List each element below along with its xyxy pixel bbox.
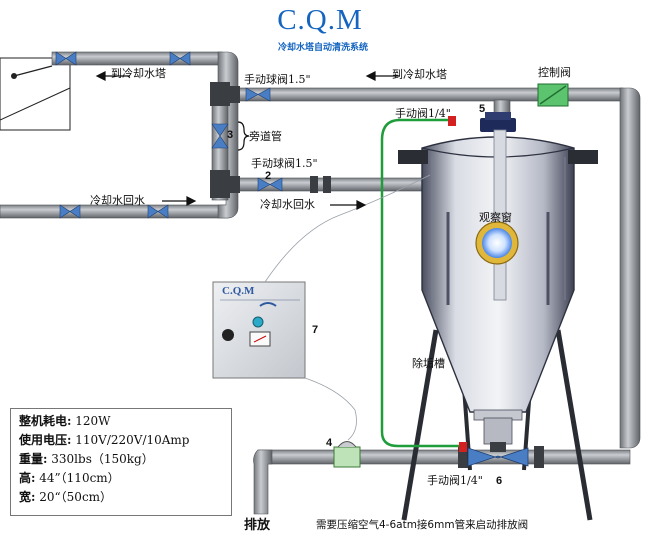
label-to-tower-top: 到冷却水塔	[392, 68, 447, 81]
pipe-drain-down	[253, 449, 273, 515]
quarter-inch-valves	[448, 116, 467, 452]
butterfly-valve-icon	[59, 204, 81, 219]
observation-window-glass	[482, 228, 512, 258]
bypass-brace	[237, 121, 250, 151]
label-drain: 排放	[244, 518, 271, 533]
air-lines	[380, 118, 462, 448]
panel-logo: C.Q.M	[222, 285, 255, 297]
signal-wires	[264, 174, 431, 441]
label-observation-window: 观察窗	[479, 211, 512, 224]
cooling-tower-sketch	[0, 57, 71, 131]
spec-row-power: 整机耗电: 120W	[19, 414, 111, 428]
butterfly-valve-icon	[257, 177, 283, 192]
butterfly-valve-icon	[245, 87, 271, 102]
callout-3: 3	[227, 129, 234, 141]
spec-row-weight: 重量: 330lbs（150kg）	[19, 452, 154, 466]
arrow-icon	[162, 196, 197, 206]
label-cooling-return-left: 冷却水回水	[90, 194, 145, 207]
panel-indicator-icon	[252, 316, 264, 328]
label-control-valve: 控制阀	[538, 66, 571, 79]
callout-2: 2	[265, 170, 272, 182]
butterfly-valves	[55, 51, 283, 219]
solenoid-valve	[333, 441, 361, 468]
control-panel	[212, 281, 306, 379]
arrow-icon	[365, 71, 400, 81]
brand-subtitle: 冷却水塔自动清洗系统	[277, 43, 368, 53]
label-manual-ball-valve-mid: 手动球阀1.5"	[251, 157, 318, 170]
spec-row-voltage: 使用电压: 110V/220V/10Amp	[19, 433, 190, 447]
pipe-drain-bottom	[257, 449, 631, 465]
callout-4: 4	[326, 437, 333, 449]
callout-6: 6	[496, 475, 503, 487]
butterfly-valve-icon	[169, 51, 191, 66]
arrow-icon	[330, 200, 367, 210]
label-to-tower-left: 到冷却水塔	[111, 67, 166, 80]
label-cooling-return-right: 冷却水回水	[260, 198, 315, 211]
pipe-to-tower-left	[51, 51, 223, 66]
label-manual-ball-valve-top: 手动球阀1.5"	[244, 73, 311, 86]
spec-row-width: 宽: 20“（50cm）	[19, 490, 113, 504]
spec-row-height: 高: 44”（110cm）	[19, 471, 120, 485]
callout-5: 5	[479, 103, 486, 115]
control-valve	[537, 83, 569, 107]
butterfly-valve-icon	[55, 51, 77, 66]
brand-title: C.Q.M	[277, 4, 363, 36]
panel-switch-icon	[222, 329, 234, 341]
label-manual-valve-quarter-bottom: 手动阀1/4"	[427, 474, 483, 487]
label-desludge-tank: 除垢槽	[412, 357, 445, 370]
label-bypass: 旁道管	[249, 130, 282, 143]
arrow-icon	[95, 71, 130, 81]
pinch-valve	[467, 447, 529, 467]
label-manual-valve-quarter-top: 手动阀1/4"	[395, 107, 451, 120]
callout-7: 7	[312, 324, 319, 336]
pipe-right-riser	[619, 87, 641, 449]
flow-arrows	[95, 71, 400, 210]
spec-box: 整机耗电: 120W 使用电压: 110V/220V/10Amp 重量: 330…	[10, 408, 232, 516]
footer-note: 需要压缩空气4-6atm接6mm管来启动排放阀	[316, 519, 529, 531]
butterfly-valve-icon	[147, 204, 169, 219]
pipe-joints	[210, 82, 544, 468]
butterfly-valve-icon	[211, 123, 229, 149]
